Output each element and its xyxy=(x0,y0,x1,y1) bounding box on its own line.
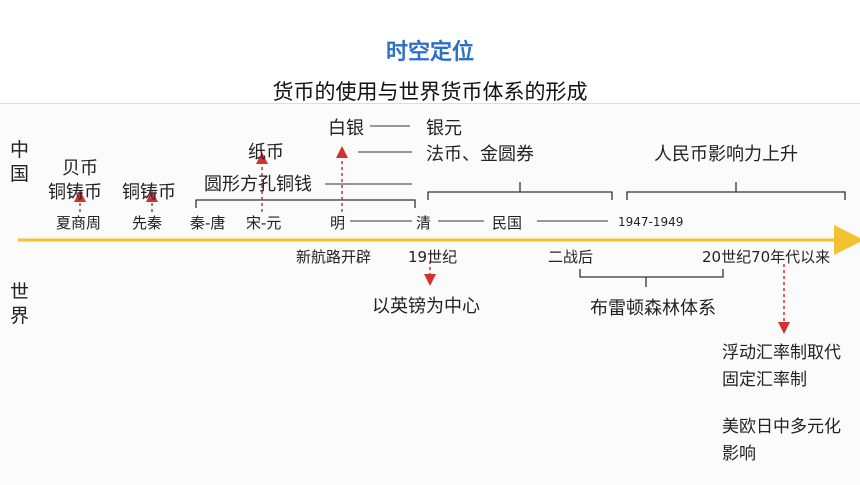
timeline-panel: 中国 世界 贝币 铜铸币 铜铸币 圆形方孔铜钱 纸币 白银 银元 法币、金圆券 … xyxy=(0,103,860,485)
event-70s: 20世纪70年代以来 xyxy=(702,248,831,266)
currency-bronze-1: 铜铸币 xyxy=(48,182,102,203)
page-subtitle: 货币的使用与世界货币体系的形成 xyxy=(272,80,588,104)
period-sy: 宋-元 xyxy=(246,214,282,232)
timeline-lines xyxy=(18,125,860,334)
period-xsz: 夏商周 xyxy=(56,214,102,232)
currency-shell: 贝币 xyxy=(62,158,98,179)
bracket-qing-mg xyxy=(427,191,613,200)
currency-round-coin: 圆形方孔铜钱 xyxy=(204,174,312,195)
bracket-rmb xyxy=(626,191,846,200)
period-qing: 清 xyxy=(416,214,432,232)
currency-silver: 白银 xyxy=(328,118,364,139)
label-china: 中国 xyxy=(10,139,30,185)
currency-rmb: 人民币影响力上升 xyxy=(654,144,798,165)
world-bretton: 布雷顿森林体系 xyxy=(590,298,716,319)
event-19c: 19世纪 xyxy=(408,248,458,266)
world-pound: 以英镑为中心 xyxy=(372,296,480,317)
currency-silver-dollar: 银元 xyxy=(426,118,462,139)
page-title: 时空定位 xyxy=(385,40,474,65)
currency-fabi: 法币、金圆券 xyxy=(426,144,534,165)
world-floating: 浮动汇率制取代固定汇率制 xyxy=(722,343,841,390)
bracket-round-coin xyxy=(195,199,416,208)
event-route: 新航路开辟 xyxy=(296,248,372,266)
period-xq: 先秦 xyxy=(132,214,163,232)
currency-paper: 纸币 xyxy=(248,142,284,163)
event-ww2: 二战后 xyxy=(548,248,594,266)
period-prc: 1947-1949 xyxy=(618,215,684,229)
currency-bronze-2: 铜铸币 xyxy=(122,182,176,203)
world-multi: 美欧日中多元化影响 xyxy=(722,417,841,464)
label-world: 世界 xyxy=(10,281,30,327)
period-ming: 明 xyxy=(330,214,346,232)
bracket-bretton xyxy=(579,269,724,278)
period-qt: 秦-唐 xyxy=(190,214,226,232)
period-mg: 民国 xyxy=(492,214,523,232)
